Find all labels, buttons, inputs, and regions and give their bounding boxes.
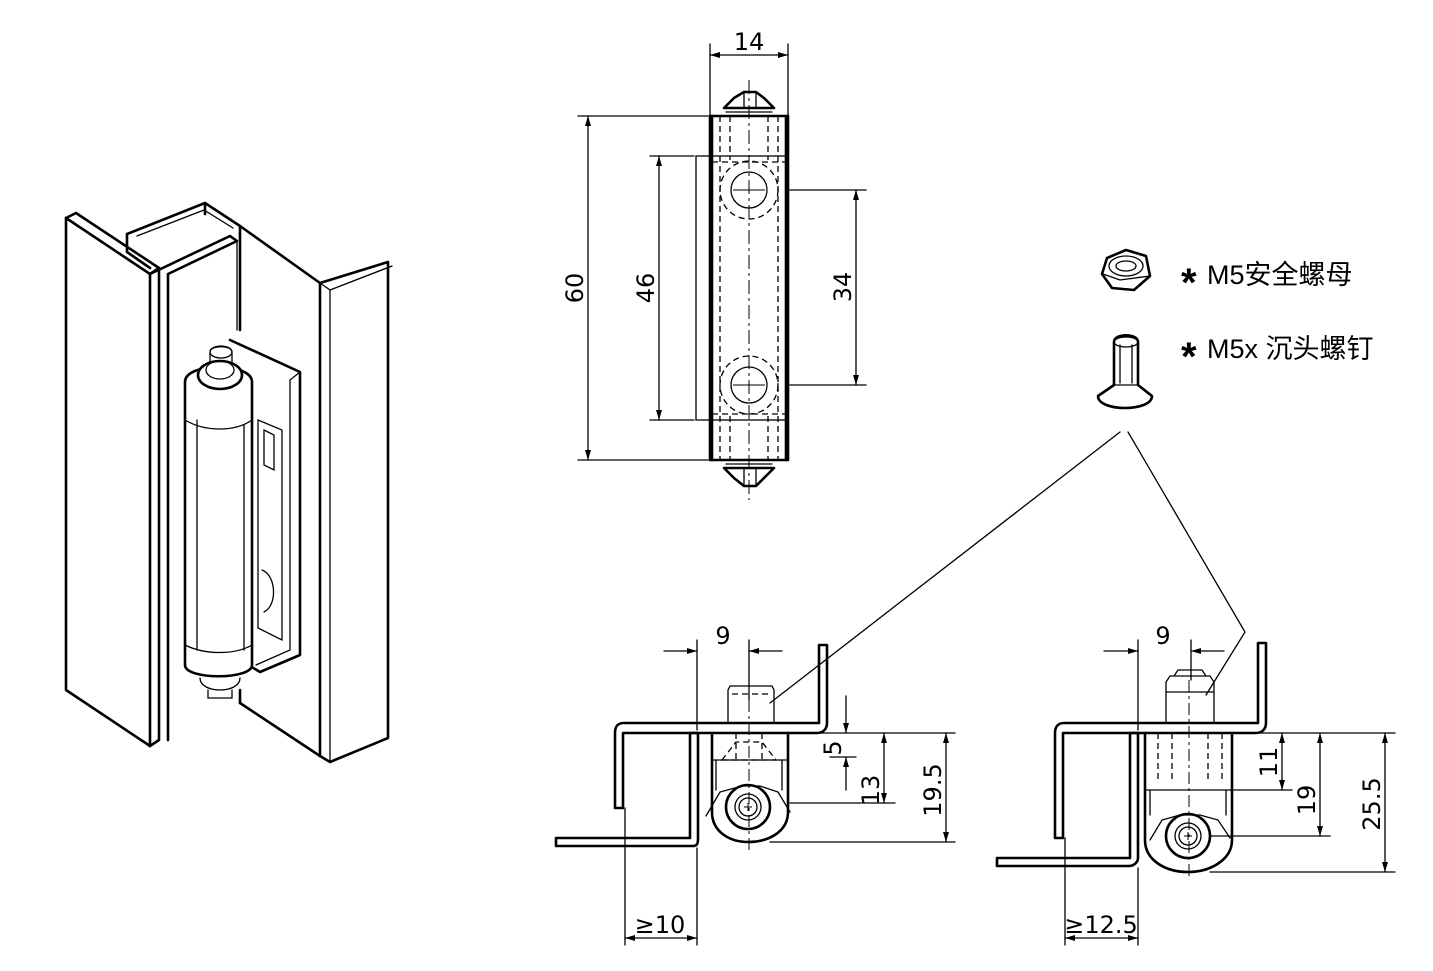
- side-section-left: 9 5 13 19.5: [554, 622, 956, 946]
- nut-label: M5安全螺母: [1207, 260, 1353, 290]
- dim-right-11: 11: [1255, 747, 1283, 778]
- dim-right-19: 19: [1293, 785, 1321, 816]
- legend: * M5安全螺母 * M5x 沉头螺钉: [769, 248, 1374, 704]
- dim-width: 14: [734, 28, 765, 56]
- front-view: 14: [561, 28, 867, 500]
- hex-nut-icon: [1100, 248, 1152, 292]
- dim-left-min-gap: ≥10: [635, 911, 686, 939]
- dim-left-19-5: 19.5: [919, 763, 947, 816]
- dim-left-13: 13: [857, 775, 885, 806]
- isometric-hinge-view: [64, 201, 393, 764]
- countersunk-screw-icon: [1096, 333, 1154, 410]
- dim-left-5: 5: [819, 740, 847, 755]
- dim-overall-height: 60: [561, 273, 589, 304]
- dim-offset-right: 9: [1155, 622, 1170, 650]
- screw-label: M5x 沉头螺钉: [1207, 334, 1374, 364]
- screw-asterisk: *: [1181, 335, 1197, 379]
- dim-leaf-height: 46: [632, 273, 660, 304]
- nut-asterisk: *: [1181, 261, 1197, 305]
- dim-offset-left: 9: [715, 622, 730, 650]
- dim-right-min-gap: ≥12.5: [1064, 911, 1138, 939]
- side-section-right: 9 11 19 25.5: [995, 622, 1396, 946]
- dim-right-25-5: 25.5: [1358, 777, 1386, 830]
- dim-hole-spacing: 34: [829, 272, 857, 303]
